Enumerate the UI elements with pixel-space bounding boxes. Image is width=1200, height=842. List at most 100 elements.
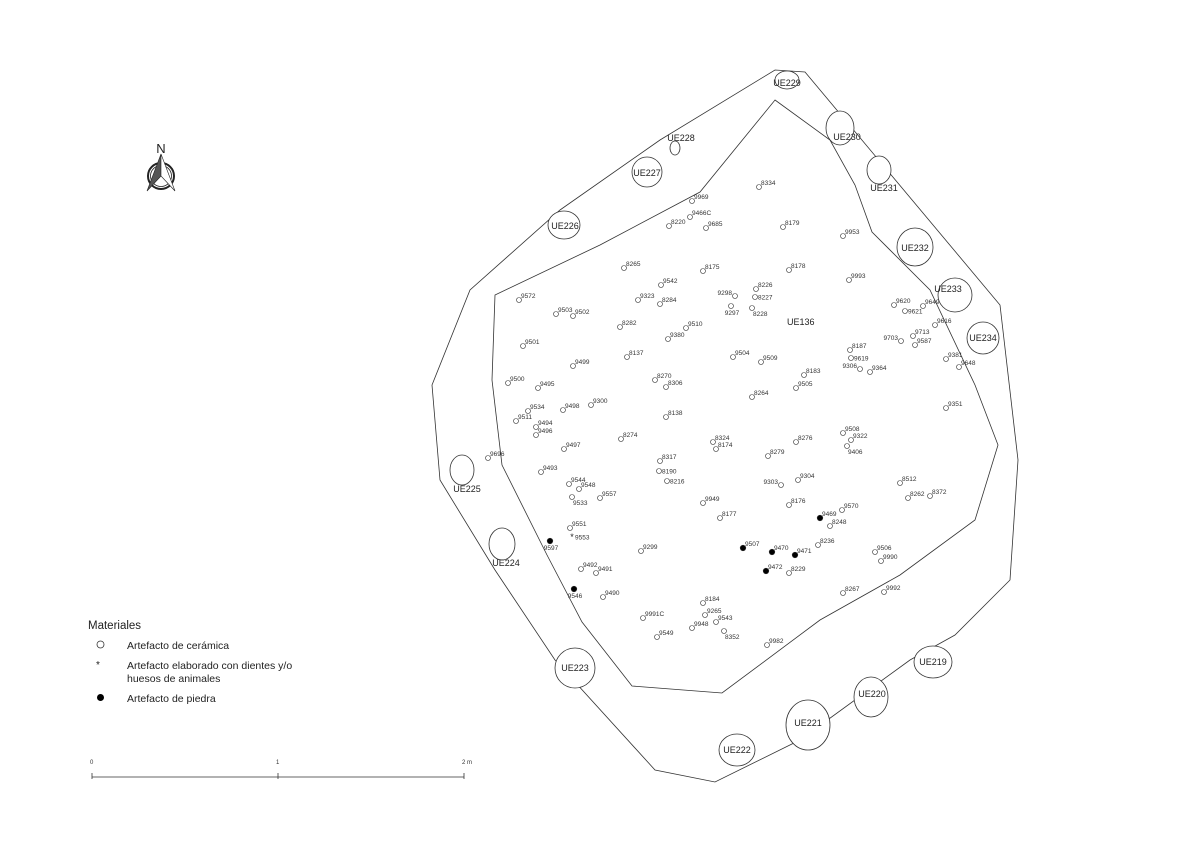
- feature-label: UE228: [667, 133, 695, 143]
- feature-outline: [718, 733, 756, 767]
- open-circle-icon: [912, 342, 918, 348]
- artifact-9503: 9503: [553, 307, 573, 317]
- filled-circle-icon: [546, 537, 554, 545]
- open-circle-icon: [576, 486, 582, 492]
- artifact-label: 9570: [844, 503, 859, 510]
- feature-ue234: UE234: [966, 321, 1000, 355]
- artifact-8512: 8512: [897, 476, 917, 486]
- artifact-label: 9990: [883, 554, 898, 561]
- artifact-8184: 8184: [700, 596, 720, 606]
- artifact-9496: 9496: [533, 428, 553, 438]
- artifact-label: 9364: [872, 365, 887, 372]
- open-circle-icon: [535, 385, 541, 391]
- feature-outline: [853, 676, 889, 718]
- filled-circle-icon: [88, 693, 127, 705]
- artifact-label: 8512: [902, 476, 917, 483]
- feature-outline: [785, 699, 831, 751]
- artifact-label: 8227: [758, 295, 773, 302]
- legend-label: Artefacto de cerámica: [127, 640, 230, 652]
- open-circle-icon: [624, 354, 630, 360]
- artifact-label: 8284: [662, 297, 677, 304]
- open-circle-icon: [910, 333, 916, 339]
- open-circle-icon: [703, 225, 709, 231]
- artifact-9265: 9265: [702, 608, 722, 618]
- artifact-label: 9949: [705, 496, 720, 503]
- open-circle-icon: [593, 570, 599, 576]
- artifact-label: 9469: [822, 511, 837, 518]
- artifact-8228: 8228: [749, 305, 768, 318]
- filled-circle-icon: [816, 514, 824, 522]
- artifact-9364: 9364: [867, 365, 887, 375]
- open-circle-icon: [656, 468, 662, 474]
- open-circle-icon: [867, 369, 873, 375]
- open-circle-icon: [902, 308, 908, 314]
- north-label: N: [156, 141, 165, 156]
- open-circle-icon: [878, 558, 884, 564]
- legend-item-piedra: Artefacto de piedra: [88, 693, 317, 706]
- artifact-9297: 9297: [725, 303, 740, 317]
- artifact-label: 9703: [884, 335, 899, 342]
- open-circle-icon: [753, 286, 759, 292]
- feature-ue224: UE224: [488, 527, 520, 568]
- open-circle-icon: [658, 282, 664, 288]
- artifact-label: 8372: [932, 489, 947, 496]
- open-circle-icon: [752, 294, 758, 300]
- feature-ue226: UE226: [547, 210, 581, 240]
- open-circle-icon: [730, 354, 736, 360]
- feature-ue219: UE219: [913, 645, 953, 679]
- feature-label: UE227: [633, 168, 661, 178]
- artifact-9491: 9491: [593, 566, 613, 576]
- artifact-label: 9493: [543, 465, 558, 472]
- artifact-label: 9506: [877, 545, 892, 552]
- artifact-9495: 9495: [535, 381, 555, 391]
- artifact-label: 8177: [722, 511, 737, 518]
- open-circle-icon: [932, 322, 938, 328]
- artifact-9949: 9949: [700, 496, 720, 506]
- feature-label: UE224: [492, 558, 520, 568]
- artifact-9587: 9587: [912, 338, 932, 348]
- open-circle-icon: [840, 590, 846, 596]
- artifact-9511: 9511: [513, 414, 532, 424]
- open-circle-icon: [689, 198, 695, 204]
- artifact-label: 8236: [820, 538, 835, 545]
- feature-label: UE232: [901, 243, 929, 253]
- artifact-9304: 9304: [795, 473, 815, 483]
- open-circle-icon: [840, 233, 846, 239]
- artifact-label: 9504: [735, 350, 750, 357]
- artifact-9620: 9620: [891, 298, 911, 308]
- open-circle-icon: [635, 297, 641, 303]
- artifact-label: 9351: [948, 401, 963, 408]
- outer-boundary: [431, 69, 1019, 783]
- artifact-label: 8262: [910, 491, 925, 498]
- artifact-label: 9557: [602, 491, 617, 498]
- artifact-label: 9505: [798, 381, 813, 388]
- artifact-9492: 9492: [578, 562, 598, 572]
- artifact-label: 9551: [572, 521, 587, 528]
- artifact-9505: 9505: [793, 381, 813, 391]
- artifact-9508: 9508: [840, 426, 860, 436]
- artifact-9507: 9507: [739, 541, 760, 552]
- artifact-9322: 9322: [848, 433, 868, 443]
- artifact-label: 8216: [670, 479, 685, 486]
- open-circle-icon: [927, 493, 933, 499]
- legend-title: Materiales: [88, 620, 142, 632]
- open-circle-icon: [654, 634, 660, 640]
- artifact-label: 8248: [832, 519, 847, 526]
- open-circle-icon: [943, 405, 949, 411]
- feature-outline: [937, 277, 973, 313]
- open-circle-icon: [943, 356, 949, 362]
- open-circle-icon: [560, 407, 566, 413]
- open-circle-icon: [617, 324, 623, 330]
- open-circle-icon: [780, 224, 786, 230]
- open-circle-icon: [702, 612, 708, 618]
- artifact-label: 9948: [694, 621, 709, 628]
- feature-ue229: UE229: [773, 70, 801, 90]
- open-circle-icon: [553, 311, 559, 317]
- artifact-label: 9466C: [692, 210, 711, 217]
- artifact-label: 9322: [853, 433, 868, 440]
- artifact-9500: 9500: [505, 376, 525, 386]
- open-circle-icon: [638, 548, 644, 554]
- open-circle-icon: [765, 453, 771, 459]
- artifact-label: 8176: [791, 498, 806, 505]
- artifact-9351: 9351: [943, 401, 963, 411]
